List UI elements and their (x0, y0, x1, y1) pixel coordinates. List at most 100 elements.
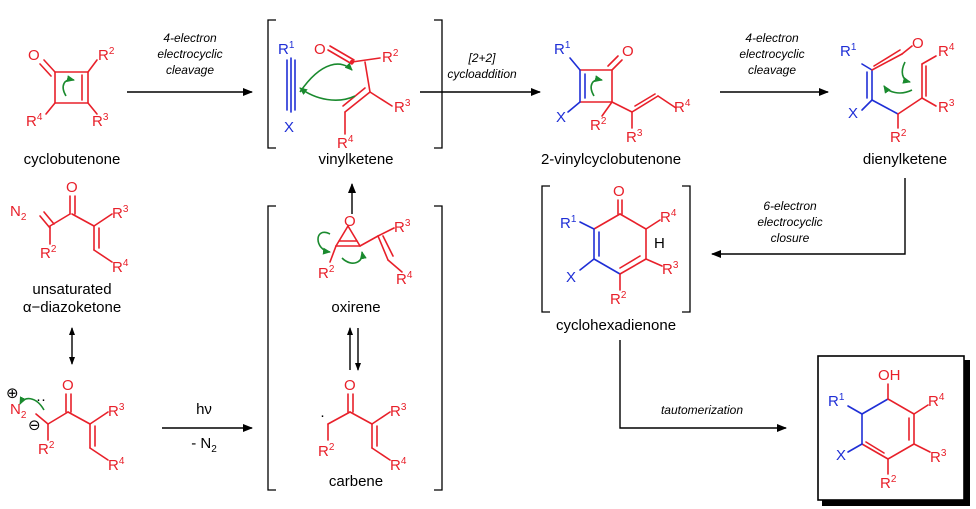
condition-text: cleavage (166, 63, 214, 77)
atom-r-group: R4 (390, 456, 407, 474)
atom-r-group: R2 (880, 474, 897, 492)
bracket-left (541, 185, 550, 313)
phenol-structure: OH R1 X R4 R3 R2 (828, 367, 947, 492)
atom-r-group: R1 (840, 42, 857, 60)
atom-x: X (284, 119, 294, 136)
vinylcyclobutenone-structure: O R1 X R2 R3 R4 (554, 40, 691, 146)
label-dienylketene: dienylketene (863, 151, 947, 168)
dienylketene-structure: O R1 X R2 R3 R4 (840, 35, 955, 146)
carbene-lone-pair: · (320, 407, 325, 424)
atom-r-group: R2 (890, 128, 907, 146)
atom-r-group: R4 (108, 456, 125, 474)
atom-r-group: R3 (112, 204, 129, 222)
atom-r-group: R2 (610, 290, 627, 308)
equilibrium-arrows (347, 327, 361, 371)
diazoketone-structure: N2 O R3 R2 R4 (10, 179, 129, 276)
condition-photolysis: hν (196, 401, 212, 418)
bracket-left (267, 19, 276, 149)
atom-oxygen: O (28, 47, 40, 64)
lone-pair: ·· (36, 391, 46, 408)
atom-r-group: R4 (396, 270, 413, 288)
atom-r-group: R3 (108, 402, 125, 420)
atom-r-group: R2 (40, 244, 57, 262)
label-cyclohexadienone: cyclohexadienone (556, 317, 676, 334)
atom-diazo: N2 (10, 203, 27, 223)
charge-minus: ⊖ (28, 417, 41, 434)
atom-oxygen: O (66, 179, 78, 196)
atom-r-group: R3 (662, 260, 679, 278)
atom-oxygen: O (62, 377, 74, 394)
cyclohexadienone-structure: O R1 X R4 H R3 R2 (560, 183, 679, 308)
label-vinylcyclobutenone: 2-vinylcyclobutenone (541, 151, 681, 168)
atom-oxygen: O (314, 41, 326, 58)
atom-r-group: R3 (394, 218, 411, 236)
atom-r-group: R4 (337, 134, 354, 152)
atom-r-group: R3 (930, 448, 947, 466)
reaction-arrow (619, 340, 787, 432)
atom-r-group: R3 (394, 98, 411, 116)
atom-oxygen: O (344, 377, 356, 394)
condition-loss: - N2 (191, 435, 217, 455)
oxirene-structure: O R3 R2 R4 (317, 213, 413, 288)
atom-x: X (848, 105, 858, 122)
cyclobutenone-structure: O R2 R4 R3 (26, 46, 115, 130)
bracket-right (434, 19, 443, 149)
bracket-right (682, 185, 691, 313)
atom-oxygen: O (344, 213, 356, 230)
atom-r-group: R2 (590, 116, 607, 134)
condition-text: cleavage (748, 63, 796, 77)
atom-r-group: R4 (938, 42, 955, 60)
atom-r-group: R2 (318, 264, 335, 282)
atom-r-group: R2 (382, 48, 399, 66)
label-diazoketone-line1: unsaturated (32, 281, 111, 298)
condition-text: electrocyclic (157, 47, 222, 61)
atom-r-group: R3 (92, 112, 109, 130)
label-carbene: carbene (329, 473, 383, 490)
atom-r-group: R2 (318, 442, 335, 460)
atom-r-group: R4 (112, 258, 129, 276)
label-oxirene: oxirene (331, 299, 380, 316)
atom-x: X (566, 269, 576, 286)
carbene-structure: · O R3 R2 R4 (318, 377, 407, 474)
label-vinylketene: vinylketene (318, 151, 393, 168)
atom-r-group: R4 (928, 392, 945, 410)
condition-text: electrocyclic (757, 215, 822, 229)
atom-r-group: R1 (560, 214, 577, 232)
bracket-right (434, 205, 443, 491)
atom-r-group: R3 (390, 402, 407, 420)
condition-text: tautomerization (661, 403, 743, 417)
atom-r-group: R1 (828, 392, 845, 410)
atom-x: X (836, 447, 846, 464)
atom-r-group: R1 (278, 40, 295, 58)
condition-text: 6-electron (763, 199, 817, 213)
atom-r-group: R4 (660, 208, 677, 226)
condition-text: cycloaddition (447, 67, 517, 81)
atom-oxygen: O (613, 183, 625, 200)
atom-hydroxyl: OH (878, 367, 901, 384)
label-cyclobutenone: cyclobutenone (24, 151, 121, 168)
atom-r-group: R1 (554, 40, 571, 58)
atom-r-group: R2 (98, 46, 115, 64)
atom-r-group: R2 (38, 440, 55, 458)
condition-text: 4-electron (163, 31, 217, 45)
reaction-arrow (711, 178, 906, 258)
atom-oxygen: O (912, 35, 924, 52)
charge-plus: ⊕ (6, 385, 19, 402)
atom-diazo: N2 (10, 401, 27, 421)
vinylketene-structure: R1 X O R2 R3 R4 (278, 40, 411, 152)
diazoketone-resonance-structure: ⊕ N2 ·· ⊖ O R3 R2 R4 (6, 377, 125, 474)
atom-r-group: R3 (626, 128, 643, 146)
condition-text: closure (771, 231, 810, 245)
bracket-left (267, 205, 276, 491)
condition-text: 4-electron (745, 31, 799, 45)
condition-text: electrocyclic (739, 47, 804, 61)
condition-text: [2+2] (467, 51, 496, 65)
atom-oxygen: O (622, 43, 634, 60)
atom-x: X (556, 109, 566, 126)
atom-r-group: R4 (674, 98, 691, 116)
atom-r-group: R3 (938, 98, 955, 116)
label-diazoketone-line2: α−diazoketone (23, 299, 121, 316)
atom-r-group: R4 (26, 112, 43, 130)
atom-hydrogen: H (654, 235, 665, 252)
